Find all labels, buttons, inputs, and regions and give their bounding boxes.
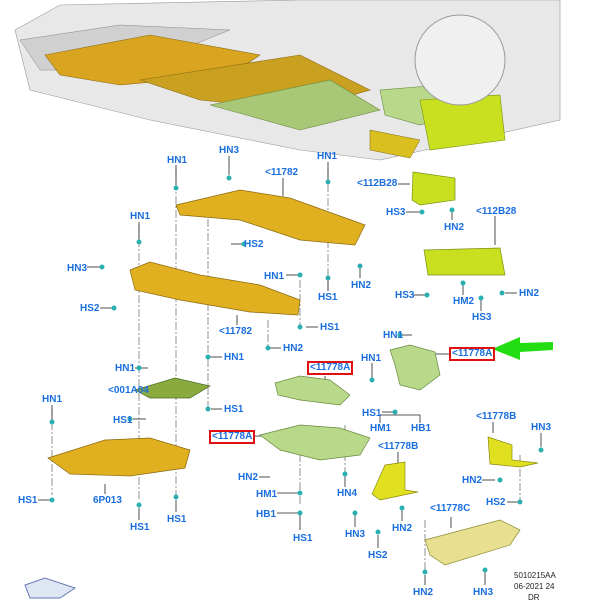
callout-label: HN1 [224, 352, 245, 363]
callout-label: HS3 [386, 207, 406, 218]
part-112B28-lower [423, 247, 506, 276]
callout-label: HS2 [244, 239, 264, 250]
callout-label: HN3 [219, 145, 240, 156]
callout-label: HN3 [531, 422, 552, 433]
part-112B28-upper [411, 171, 456, 206]
callout-label: HN2 [413, 587, 434, 598]
part-11782-lower [129, 261, 301, 316]
highlighted-part-number-label: <11778A [209, 430, 256, 444]
part-number-label: <112B28 [357, 178, 398, 189]
part-11778A-lower [259, 424, 371, 461]
callout-label: HS3 [395, 290, 415, 301]
callout-label: HS1 [113, 415, 133, 426]
illustration-date: 06-2021 24 [514, 582, 555, 591]
callout-label: HN2 [462, 475, 483, 486]
callout-label: HN1 [42, 394, 63, 405]
callout-label: HN1 [317, 151, 338, 162]
callout-label: HB1 [411, 423, 432, 434]
part-11778C [424, 519, 521, 566]
callout-label: HN2 [392, 523, 413, 534]
callout-label: HN1 [383, 330, 404, 341]
callout-label: HS1 [224, 404, 244, 415]
callout-label: HN3 [345, 529, 366, 540]
highlighted-part-number-label: <11778A [307, 361, 354, 375]
illustrator-initials: DR [528, 593, 540, 600]
part-number-label: 6P013 [93, 495, 122, 506]
part-001A04 [134, 377, 211, 399]
callout-label: HS2 [368, 550, 388, 561]
callout-label: HS1 [293, 533, 313, 544]
callout-label: HS1 [318, 292, 338, 303]
illustration-code: 5010215AA [514, 571, 556, 580]
callout-label: HS1 [130, 522, 150, 533]
view-direction-arrow-icon [24, 577, 77, 599]
callout-label: HN1 [167, 155, 188, 166]
callout-label: HS2 [80, 303, 100, 314]
callout-label: HN2 [238, 472, 259, 483]
callout-label: HS1 [18, 495, 38, 506]
pointer-arrow-icon [492, 337, 553, 360]
callout-label: HB1 [256, 509, 277, 520]
callout-label: HN1 [115, 363, 136, 374]
callout-label: HN2 [444, 222, 465, 233]
callout-label: HN4 [337, 488, 358, 499]
callout-label: HS1 [362, 408, 382, 419]
callout-label: HS2 [486, 497, 506, 508]
part-11778B-middle [371, 461, 419, 501]
callout-label: HN3 [473, 587, 494, 598]
part-number-label: <11778B [476, 411, 517, 422]
part-number-label: <001A04 [108, 385, 149, 396]
callout-label: HN2 [283, 343, 304, 354]
part-number-label: <11778C [430, 503, 471, 514]
part-11778B-right [487, 436, 539, 468]
callout-label: HN3 [67, 263, 88, 274]
callout-label: HM2 [453, 296, 475, 307]
fastener-icons [49, 175, 544, 575]
part-number-label: <11782 [219, 326, 253, 337]
part-11778A-right [389, 344, 441, 391]
callout-label: HN1 [361, 353, 382, 364]
callout-label: HN2 [519, 288, 540, 299]
part-6P013 [47, 437, 191, 477]
callout-label: HN1 [130, 211, 151, 222]
highlighted-part-number-label: <11778A [449, 347, 496, 361]
callout-label: HS1 [167, 514, 187, 525]
part-number-label: <11782 [265, 167, 299, 178]
callout-label: HM1 [370, 423, 392, 434]
part-11778A-middle [274, 375, 351, 406]
part-number-label: <112B28 [476, 206, 517, 217]
callout-label: HN1 [264, 271, 285, 282]
callout-label: HS3 [472, 312, 492, 323]
part-11782-upper [175, 189, 366, 246]
callout-label: HM1 [256, 489, 278, 500]
callout-label: HN2 [351, 280, 372, 291]
part-number-label: <11778B [378, 441, 419, 452]
vehicle-underbody [14, 0, 561, 161]
callout-label: HS1 [320, 322, 340, 333]
